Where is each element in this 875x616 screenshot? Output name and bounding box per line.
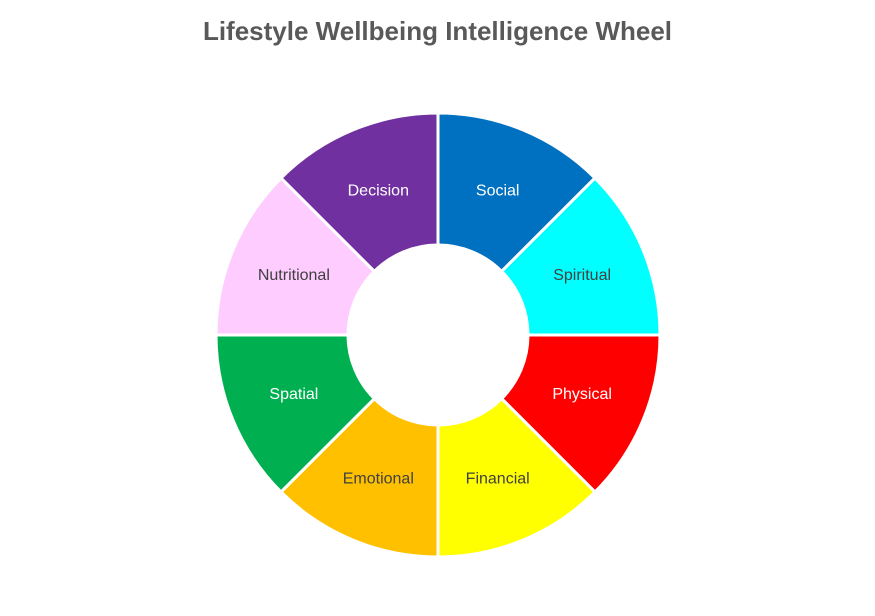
slice-label-spatial: Spatial	[269, 386, 318, 403]
slice-label-decision: Decision	[348, 182, 409, 199]
slice-label-financial: Financial	[466, 471, 530, 488]
slice-spiritual	[499, 175, 662, 337]
slice-financial	[436, 396, 598, 559]
slice-decision	[278, 111, 440, 274]
slice-label-social: Social	[476, 182, 520, 199]
slice-label-spiritual: Spiritual	[553, 267, 611, 284]
slice-emotional	[278, 396, 440, 559]
slice-social	[436, 111, 598, 274]
slice-physical	[499, 333, 662, 495]
slice-spatial	[214, 333, 377, 495]
chart-title: Lifestyle Wellbeing Intelligence Wheel	[202, 16, 673, 46]
slice-label-physical: Physical	[552, 386, 612, 403]
wheel-slices	[214, 111, 662, 559]
slice-nutritional	[214, 175, 377, 337]
slice-label-nutritional: Nutritional	[258, 267, 330, 284]
slice-label-emotional: Emotional	[343, 471, 414, 488]
